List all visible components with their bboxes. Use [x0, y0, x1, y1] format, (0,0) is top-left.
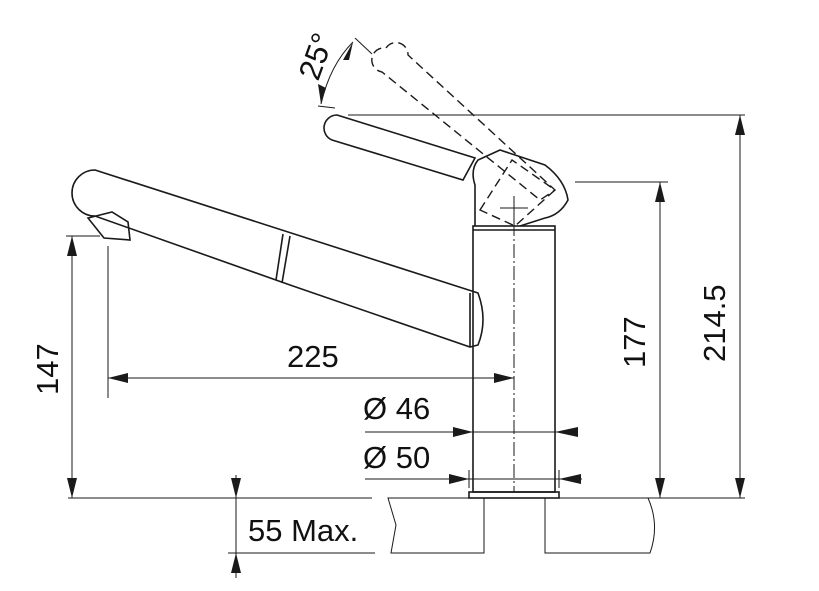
faucet-body — [468, 149, 569, 499]
max-counter-thickness-label: 55 Max. — [248, 513, 358, 548]
total-height-label: 214.5 — [697, 284, 732, 362]
aerator — [86, 211, 131, 241]
base-diameter-label: Ø 50 — [363, 440, 430, 475]
pull-out-spout — [71, 169, 484, 348]
countertop-section — [387, 497, 655, 554]
lever-handle — [323, 41, 557, 201]
spout-reach-label: 225 — [287, 339, 339, 374]
body-diameter-label: Ø 46 — [363, 391, 430, 426]
angle-label: 25° — [292, 28, 341, 84]
spout-height-label: 147 — [30, 343, 65, 395]
body-height-label: 177 — [617, 316, 652, 368]
